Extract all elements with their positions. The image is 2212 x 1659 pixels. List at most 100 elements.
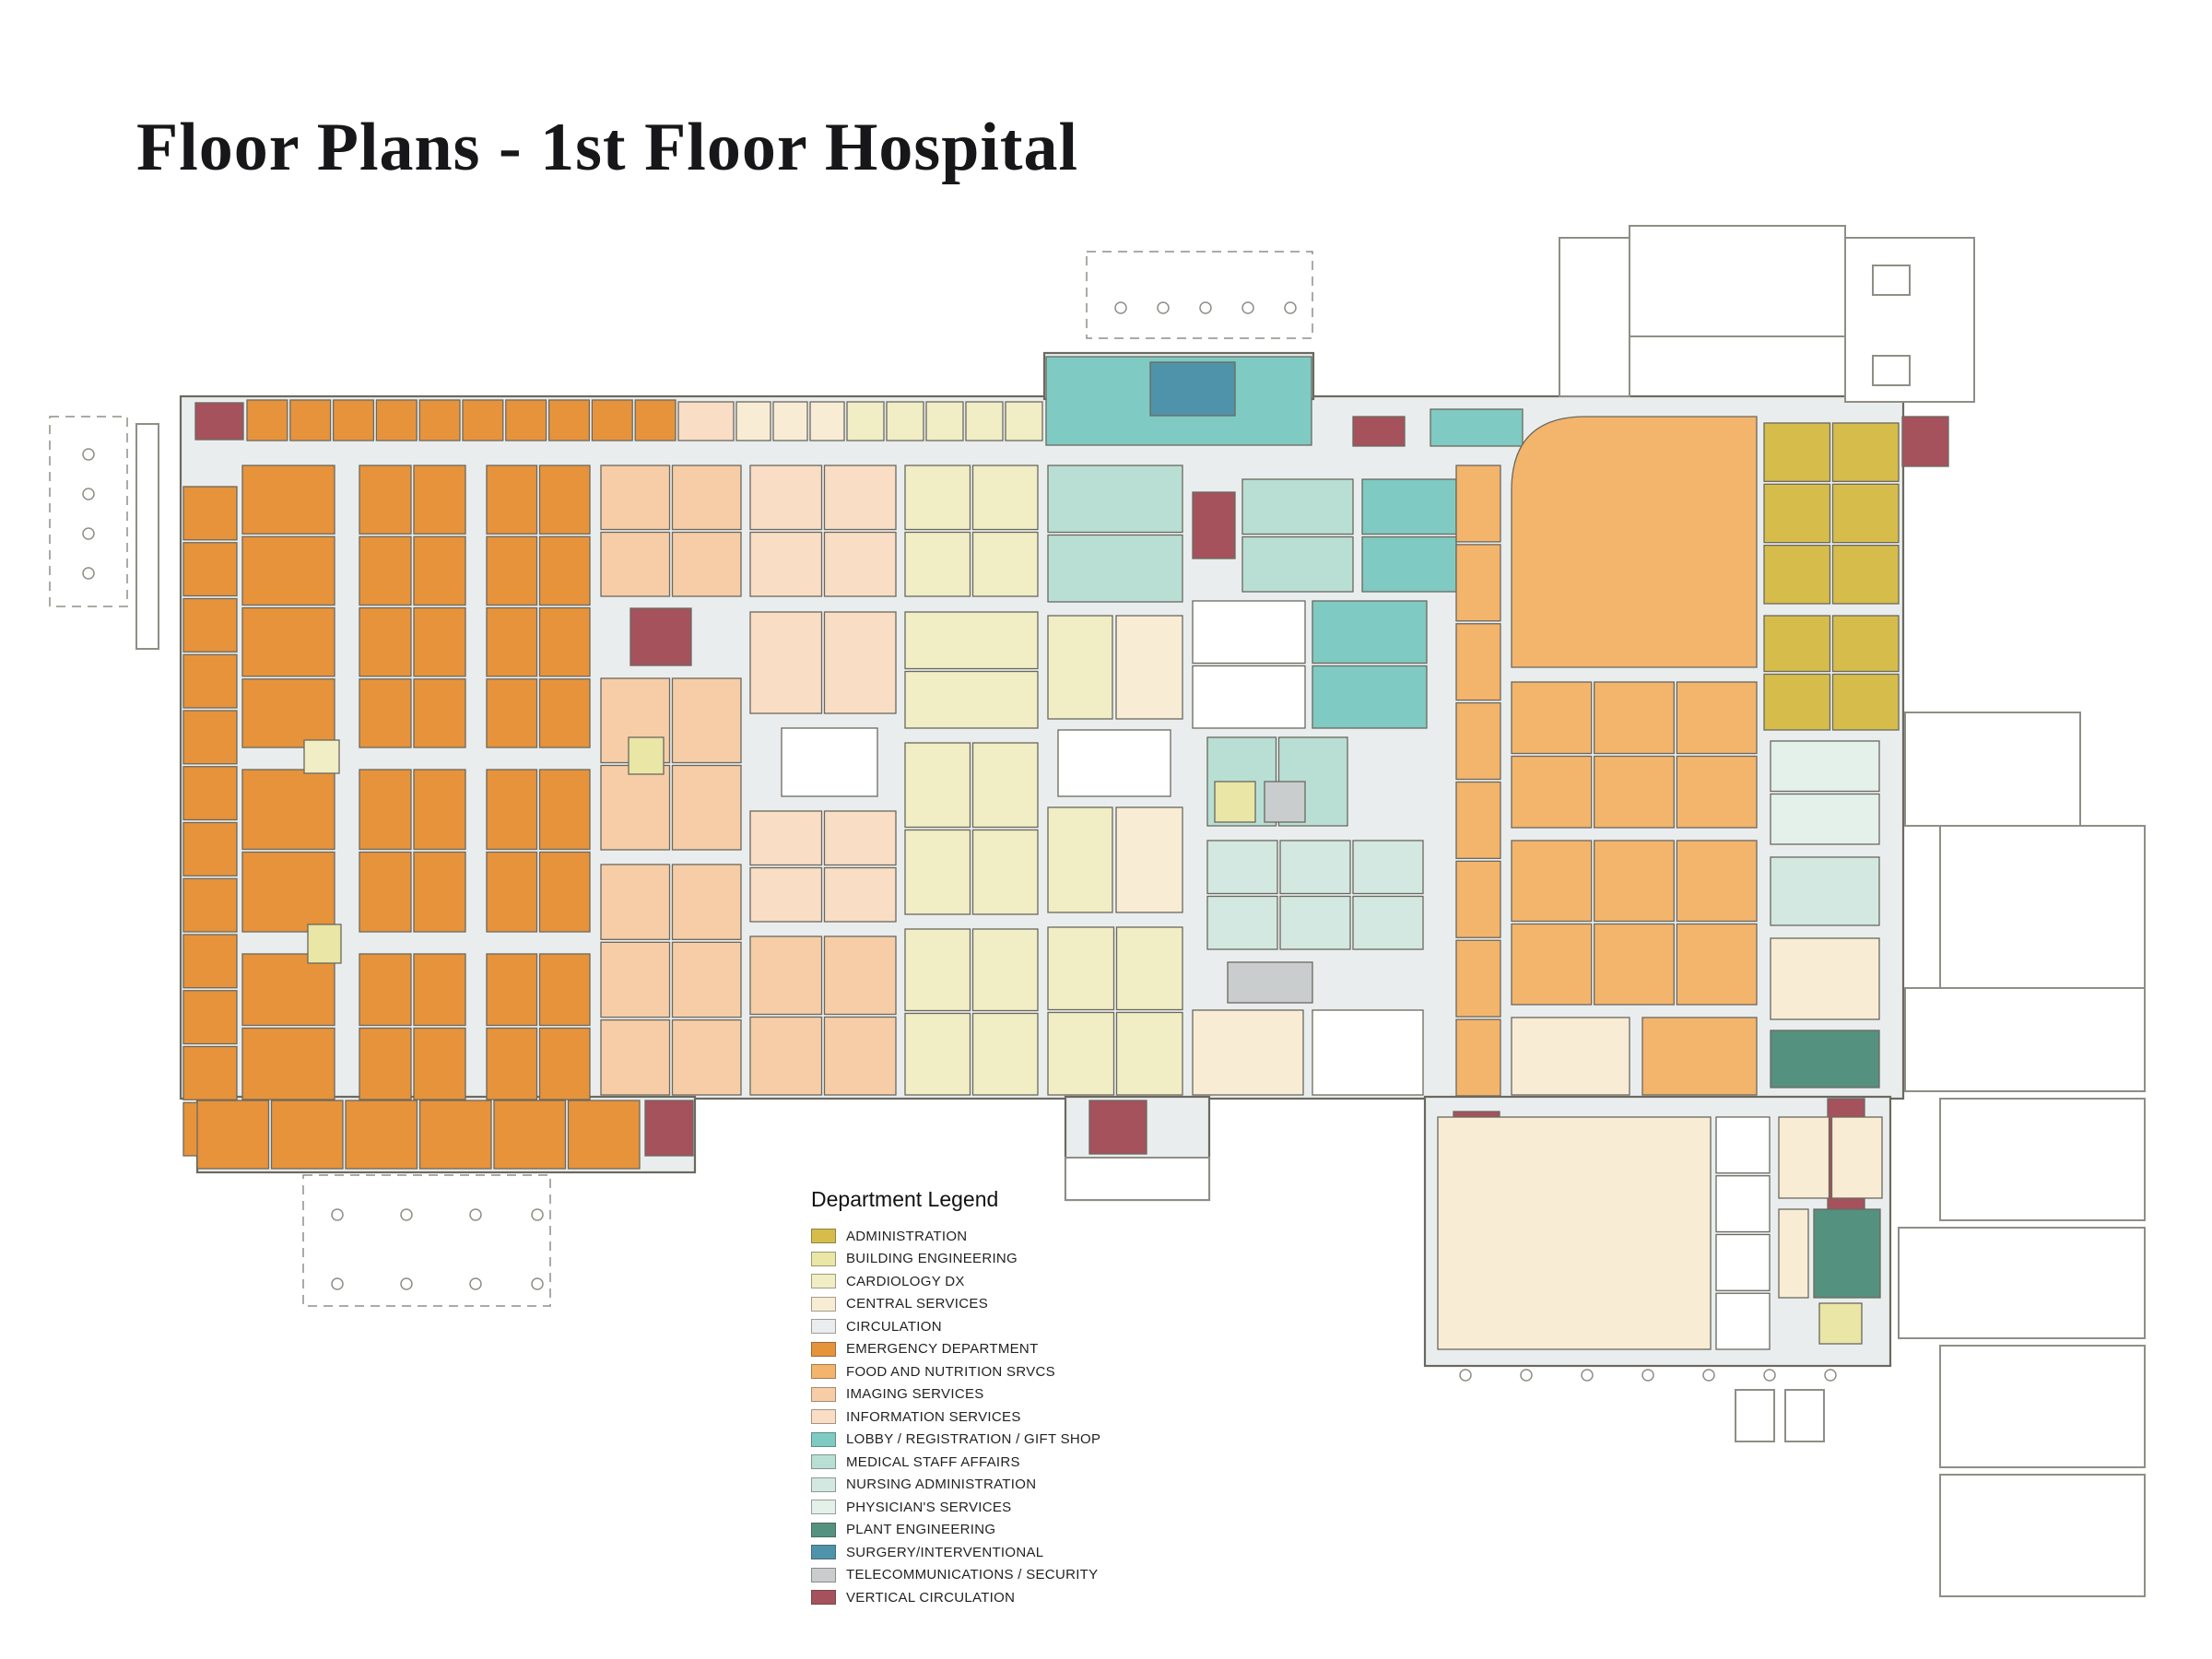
legend-swatch	[811, 1590, 836, 1606]
legend-item: NURSING ADMINISTRATION	[811, 1474, 1100, 1497]
building-outline	[1065, 1157, 1210, 1201]
room-cents	[1770, 937, 1880, 1020]
room-white	[1057, 729, 1171, 797]
room-food	[1594, 755, 1675, 829]
room-ed	[182, 821, 238, 877]
room-food	[1594, 840, 1675, 923]
room-phys	[1770, 793, 1880, 845]
legend-title: Department Legend	[811, 1187, 999, 1211]
room-card	[1047, 1011, 1115, 1096]
room-white	[1715, 1233, 1771, 1291]
legend-label: BUILDING ENGINEERING	[846, 1251, 1018, 1267]
room-card	[904, 531, 971, 597]
column-dot	[1520, 1369, 1533, 1382]
legend-swatch	[811, 1386, 836, 1402]
column-dot	[531, 1208, 544, 1221]
legend-item: ADMINISTRATION	[811, 1225, 1100, 1248]
room-vert	[1192, 491, 1236, 559]
column-dot	[1824, 1369, 1837, 1382]
room-adm	[1763, 615, 1831, 673]
room-food	[1511, 755, 1593, 829]
room-ed	[413, 465, 466, 535]
room-ed	[486, 953, 538, 1027]
legend-label: IMAGING SERVICES	[846, 1386, 984, 1403]
room-adm	[1831, 483, 1900, 544]
column-dot	[400, 1277, 413, 1290]
column-dot	[1763, 1369, 1776, 1382]
legend-swatch	[811, 1567, 836, 1583]
room-ed	[486, 678, 538, 748]
legend-swatch	[811, 1274, 836, 1289]
room-ed	[486, 851, 538, 933]
room-adm	[1831, 615, 1900, 673]
room-ed	[486, 535, 538, 606]
legend-label: PHYSICIAN'S SERVICES	[846, 1499, 1012, 1515]
room-ed	[241, 465, 335, 535]
room-ed	[567, 1100, 641, 1170]
legend-swatch	[811, 1500, 836, 1515]
legend-swatch	[811, 1319, 836, 1335]
room-ed	[413, 769, 466, 851]
column-dot	[1641, 1369, 1654, 1382]
legend-swatch	[811, 1341, 836, 1357]
column-dot	[82, 567, 95, 580]
room-card	[904, 742, 971, 829]
room-card	[846, 401, 885, 441]
legend-item: CARDIOLOGY DX	[811, 1270, 1100, 1293]
legend-item: CENTRAL SERVICES	[811, 1293, 1100, 1316]
legend-label: MEDICAL STAFF AFFAIRS	[846, 1453, 1020, 1470]
room-nurs	[1279, 895, 1351, 950]
room-beng	[307, 924, 342, 964]
legend-label: CARDIOLOGY DX	[846, 1273, 965, 1289]
legend-swatch	[811, 1296, 836, 1312]
legend-swatch	[811, 1229, 836, 1244]
room-ed	[182, 990, 238, 1045]
building-outline	[1904, 987, 2146, 1092]
room-ed	[413, 953, 466, 1027]
room-vert	[629, 607, 692, 666]
room-info	[823, 611, 897, 714]
room-card	[971, 829, 1039, 915]
legend-label: INFORMATION SERVICES	[846, 1408, 1021, 1425]
room-adm	[1831, 673, 1900, 731]
room-ed	[241, 606, 335, 677]
room-vert	[194, 402, 244, 441]
column-dot	[1241, 301, 1254, 314]
room-msa	[1047, 534, 1183, 603]
room-info	[749, 866, 823, 923]
room-img	[823, 1016, 897, 1096]
room-ed	[538, 678, 591, 748]
room-info	[749, 465, 823, 531]
room-card	[971, 1012, 1039, 1096]
room-ed	[413, 678, 466, 748]
room-cents	[772, 401, 808, 441]
room-img	[671, 941, 742, 1018]
legend-swatch	[811, 1251, 836, 1266]
legend-item: FOOD AND NUTRITION SRVCS	[811, 1360, 1100, 1383]
room-cents	[1778, 1208, 1809, 1299]
room-ed	[413, 1027, 466, 1100]
room-adm	[1763, 422, 1831, 482]
room-img	[671, 677, 742, 764]
room-vert	[1901, 416, 1949, 467]
room-ed	[182, 597, 238, 653]
column-dot	[531, 1277, 544, 1290]
room-cents	[735, 401, 771, 441]
room-adm	[1831, 545, 1900, 605]
room-card	[1005, 401, 1043, 441]
legend-item: LOBBY / REGISTRATION / GIFT SHOP	[811, 1429, 1100, 1452]
room-ed	[241, 851, 335, 933]
room-tele	[1264, 781, 1306, 823]
room-info	[823, 810, 897, 866]
room-img	[671, 764, 742, 851]
legend-item: PLANT ENGINEERING	[811, 1519, 1100, 1542]
column-dot	[1157, 301, 1170, 314]
room-white	[1715, 1116, 1771, 1174]
page-title: Floor Plans - 1st Floor Hospital	[136, 110, 1079, 185]
room-ed	[359, 769, 412, 851]
legend-item: CIRCULATION	[811, 1315, 1100, 1338]
room-food	[1676, 681, 1758, 755]
column-dot	[1284, 301, 1297, 314]
column-dot	[1114, 301, 1127, 314]
